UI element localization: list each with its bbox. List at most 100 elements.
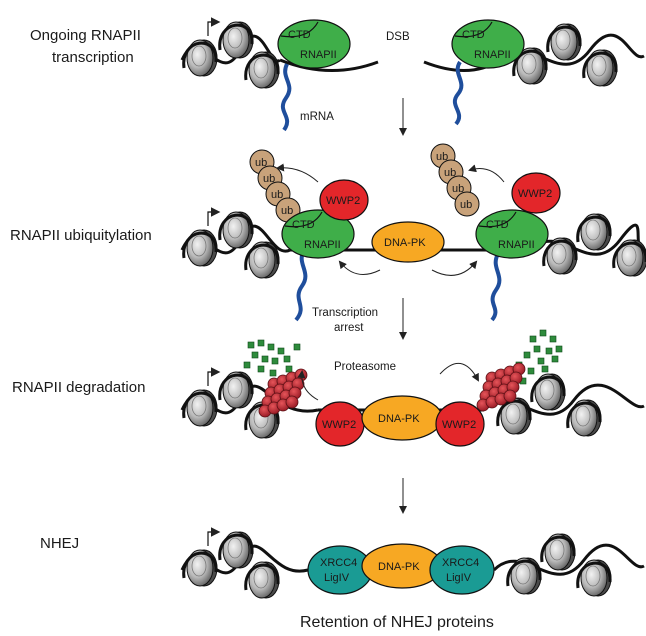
wwp2-left-s2: WWP2 — [319, 179, 369, 221]
nucleosome-icon — [500, 397, 532, 435]
ctd-label: CTD — [288, 29, 311, 41]
nucleosome-icon — [248, 561, 280, 599]
peptide-fragment — [257, 365, 265, 373]
ligiv-label: LigIV — [324, 572, 350, 584]
dsb-label: DSB — [386, 31, 410, 43]
wwp2-left-s3: WWP2 — [315, 401, 365, 447]
transcription-arrest-line2: arrest — [334, 322, 364, 334]
tss-arrow-icon — [207, 207, 221, 226]
proteasome-right — [476, 362, 526, 412]
peptide-fragment — [251, 351, 259, 359]
proteasome-label: Proteasome — [334, 361, 396, 373]
ub-label: ub — [255, 157, 267, 169]
peptide-fragment — [541, 365, 549, 373]
dnapk-s4: DNA-PK — [361, 543, 443, 589]
dna-wrap — [512, 49, 548, 77]
ubiquitin-chain-left: ub ub ub ub — [249, 149, 301, 223]
dnapk-s2: DNA-PK — [371, 221, 445, 263]
peptide-fragment — [545, 347, 553, 355]
nucleosome-icon — [222, 531, 254, 569]
peptide-fragment — [271, 357, 279, 365]
ctd-label: CTD — [486, 219, 509, 231]
dna-wrap — [576, 561, 612, 589]
wwp2-label: WWP2 — [442, 419, 476, 431]
dnapk-label: DNA-PK — [378, 561, 420, 573]
stage2-complexes: ub ub ub ub ub ub ub ub CTD RNAPII — [249, 143, 561, 322]
peptide-fragment — [533, 345, 541, 353]
ub-label: ub — [444, 167, 456, 179]
wwp2-right-s2: WWP2 — [511, 172, 561, 214]
stage3-complexes: Proteasome WWP2 DNA-PK WWP2 — [243, 329, 563, 447]
nucleosome-icon — [510, 557, 542, 595]
nucleosome-icon — [186, 229, 218, 267]
peptide-fragment — [283, 355, 291, 363]
peptide-fragment — [539, 329, 547, 337]
nucleosome-icon — [222, 21, 254, 59]
nucleosome-icon — [616, 239, 646, 277]
dna-wrap — [540, 535, 576, 563]
proteasome-subunit — [503, 389, 517, 403]
dna-wrap — [244, 53, 280, 81]
nucleosome-icon — [534, 373, 566, 411]
nucleosome-icon — [544, 533, 576, 571]
peptide-fragment — [247, 341, 255, 349]
xrcc4-label: XRCC4 — [442, 557, 479, 569]
mrna-strand-left — [280, 63, 292, 132]
nucleosome-icon — [586, 49, 618, 87]
transcription-arrest-line1: Transcription — [312, 307, 378, 319]
rnapii-label: RNAPII — [474, 49, 511, 61]
tss-arrow-icon — [207, 17, 221, 36]
nucleosome-icon — [546, 237, 578, 275]
stage1-title-line2: transcription — [52, 49, 134, 66]
nucleosome-icon — [222, 211, 254, 249]
stage3-title: RNAPII degradation — [12, 379, 145, 396]
stage2-title: RNAPII ubiquitylation — [10, 227, 152, 244]
nucleosome-icon — [516, 47, 548, 85]
stage1-title-line1: Ongoing RNAPII — [30, 27, 141, 44]
ub-label: ub — [263, 173, 275, 185]
nucleosome-icon — [186, 39, 218, 77]
chromatin-fibers — [180, 17, 646, 599]
nucleosome-icon — [248, 241, 280, 279]
stage4-complexes: XRCC4 LigIV DNA-PK XRCC4 LigIV — [307, 543, 495, 595]
peptide-fragment — [551, 355, 559, 363]
peptide-fragment — [523, 351, 531, 359]
dna-wrap — [546, 25, 582, 53]
peptide-fragment — [293, 343, 301, 351]
wwp2-label: WWP2 — [326, 195, 360, 207]
dna-wrap — [530, 375, 566, 403]
rnapii-label: RNAPII — [304, 239, 341, 251]
wwp2-right-s3: WWP2 — [435, 401, 485, 447]
mrna-label: mRNA — [300, 111, 334, 123]
peptide-fragment — [257, 339, 265, 347]
peptide-fragment — [267, 343, 275, 351]
peptide-fragment — [549, 335, 557, 343]
proteasome-left — [258, 368, 308, 418]
dna-wrap — [244, 243, 280, 271]
dna-wrap — [582, 51, 618, 79]
peptide-fragment — [243, 361, 251, 369]
peptide-fragment — [527, 367, 535, 375]
xrcc4-ligiv-right: XRCC4 LigIV — [429, 545, 495, 595]
ctd-label: CTD — [462, 29, 485, 41]
ub-label: ub — [271, 189, 283, 201]
dnapk-s3: DNA-PK — [361, 395, 443, 441]
nucleosome-icon — [580, 559, 612, 597]
xrcc4-label: XRCC4 — [320, 557, 357, 569]
rnapii-right-s2: CTD RNAPII — [475, 209, 549, 259]
ctd-label: CTD — [292, 219, 315, 231]
degradation-arrow-right — [439, 363, 479, 382]
ub-label: ub — [436, 151, 448, 163]
peptide-fragment — [537, 357, 545, 365]
ub-label: ub — [460, 199, 472, 211]
mrna-strand-right — [490, 253, 502, 322]
ub-label: ub — [281, 205, 293, 217]
dna-wrap — [244, 403, 280, 431]
tss-arrow-icon — [207, 367, 221, 386]
tss-arrow-icon — [207, 527, 221, 546]
degradation-arrow-left — [297, 370, 319, 401]
dna-broken-end-left — [279, 58, 379, 73]
dna-wrap — [182, 551, 218, 579]
dna-wrap — [218, 373, 254, 401]
